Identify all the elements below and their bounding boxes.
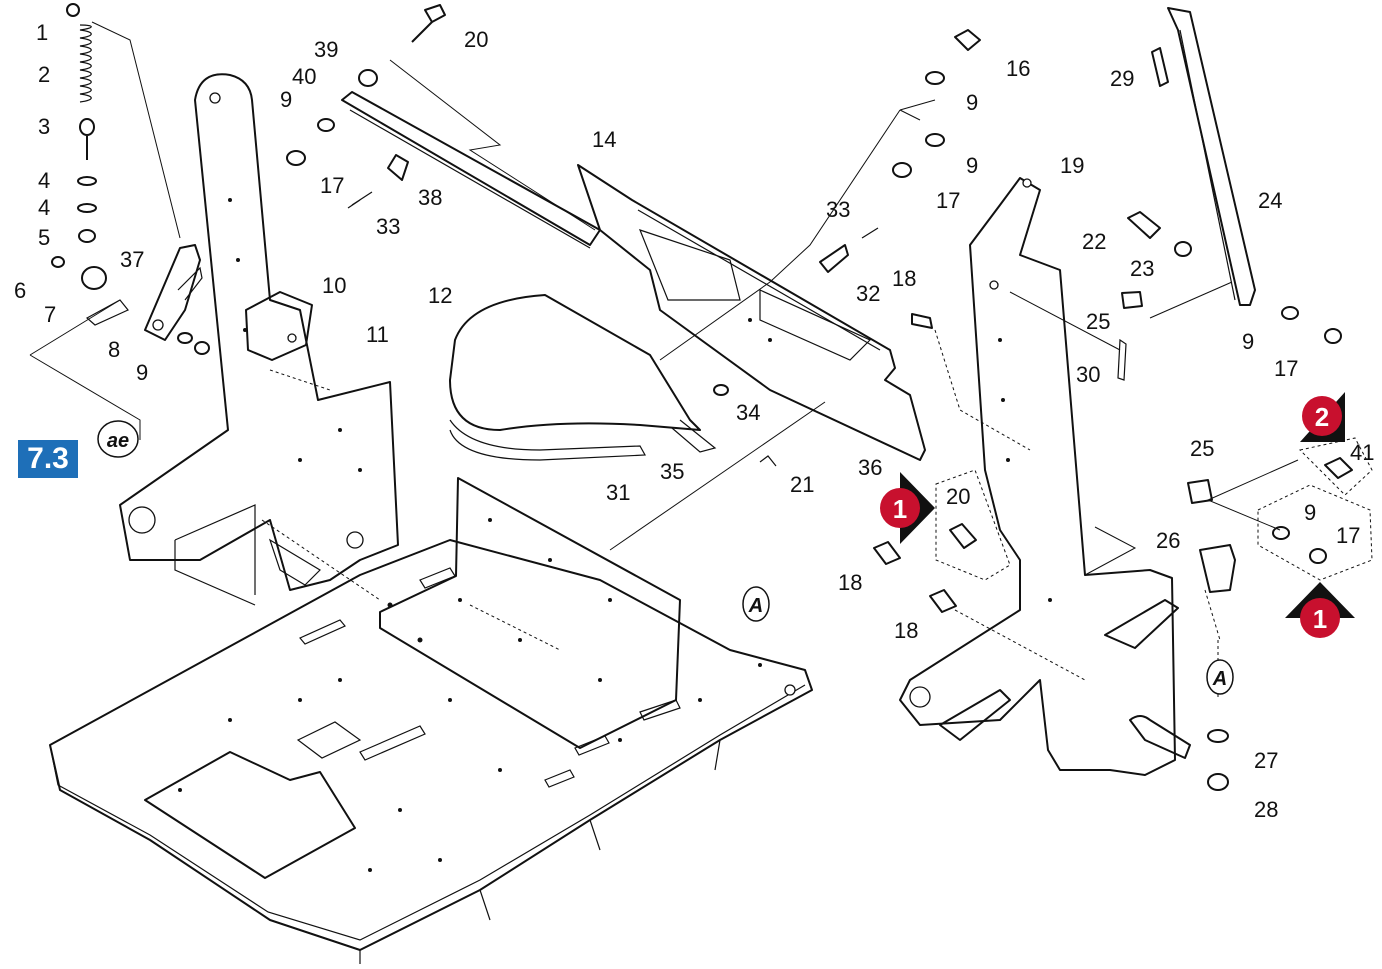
label: 39 [314,37,338,62]
label: 11 [366,322,389,347]
label: 16 [1006,56,1030,81]
floor-pan [49,539,813,964]
label: 9 [1242,329,1254,354]
grille-panel-14 [577,164,926,461]
label: 23 [1130,256,1154,281]
label: 4 [38,195,50,220]
callout-labels: 1 2 3 4 4 5 6 7 8 9 10 37 11 12 14 20 39… [14,20,1374,822]
label: 14 [592,127,616,152]
label: 12 [428,283,452,308]
label: 9 [966,90,978,115]
svg-text:ae: ae [107,430,129,452]
right-side-plate [899,177,1191,776]
label: 9 [280,87,292,112]
label: 35 [660,459,684,484]
label: 25 [1190,436,1214,461]
label: 10 [322,273,346,298]
callout-1-arrow-right: 1 [880,472,935,544]
label: 33 [376,214,400,239]
label: 31 [606,480,630,505]
label: 9 [136,360,148,385]
clip-32 [819,227,879,273]
seat-shell-12 [449,294,777,467]
label: 5 [38,225,50,250]
svg-text:2: 2 [1315,402,1329,432]
label: 8 [108,337,120,362]
label: 28 [1254,797,1278,822]
label: 7 [44,302,56,327]
right-hardware [873,29,1353,791]
svg-text:A: A [1212,668,1227,690]
left-side-plate [119,73,399,606]
label: 18 [838,570,862,595]
lever-8 [51,244,210,355]
label: 17 [1274,356,1298,381]
label: 27 [1254,748,1278,773]
label: 3 [38,114,50,139]
label: 6 [14,278,26,303]
label: 25 [1086,309,1110,334]
rail-24 [1151,7,1256,306]
callout-2-arrow: 2 [1300,392,1345,442]
label: 20 [464,27,488,52]
label: 18 [892,266,916,291]
label: 29 [1110,66,1134,91]
spring-assembly [66,3,97,243]
marker-a-icon: A [742,586,770,622]
marker-a-icon: A [1206,659,1234,695]
ae-badge-icon: ae [97,420,139,458]
label: 24 [1258,188,1282,213]
label: 33 [826,197,850,222]
label: 9 [966,153,978,178]
leader-lines [29,21,1299,700]
label: 9 [1304,500,1316,525]
callout-1-arrow-up: 1 [1285,582,1355,638]
section-reference-box[interactable]: 7.3 [18,440,78,478]
label: 2 [38,62,50,87]
label: 40 [292,64,316,89]
label: 26 [1156,528,1180,553]
label: 21 [790,472,814,497]
label: 17 [320,173,344,198]
label: 38 [418,185,442,210]
svg-text:A: A [748,595,763,617]
floor-inner-panel [379,477,681,749]
label: 22 [1082,229,1106,254]
label: 37 [120,247,144,272]
label: 41 [1350,440,1374,465]
label: 18 [894,618,918,643]
label: 1 [36,20,48,45]
label: 30 [1076,362,1100,387]
label: 36 [858,455,882,480]
label: 34 [736,400,760,425]
label: 32 [856,281,880,306]
svg-text:1: 1 [1313,604,1327,634]
label: 4 [38,168,50,193]
label: 17 [936,188,960,213]
svg-text:1: 1 [893,494,907,524]
bracket-10 [245,291,313,361]
label: 17 [1336,523,1360,548]
label: 19 [1060,153,1084,178]
label: 20 [946,484,970,509]
